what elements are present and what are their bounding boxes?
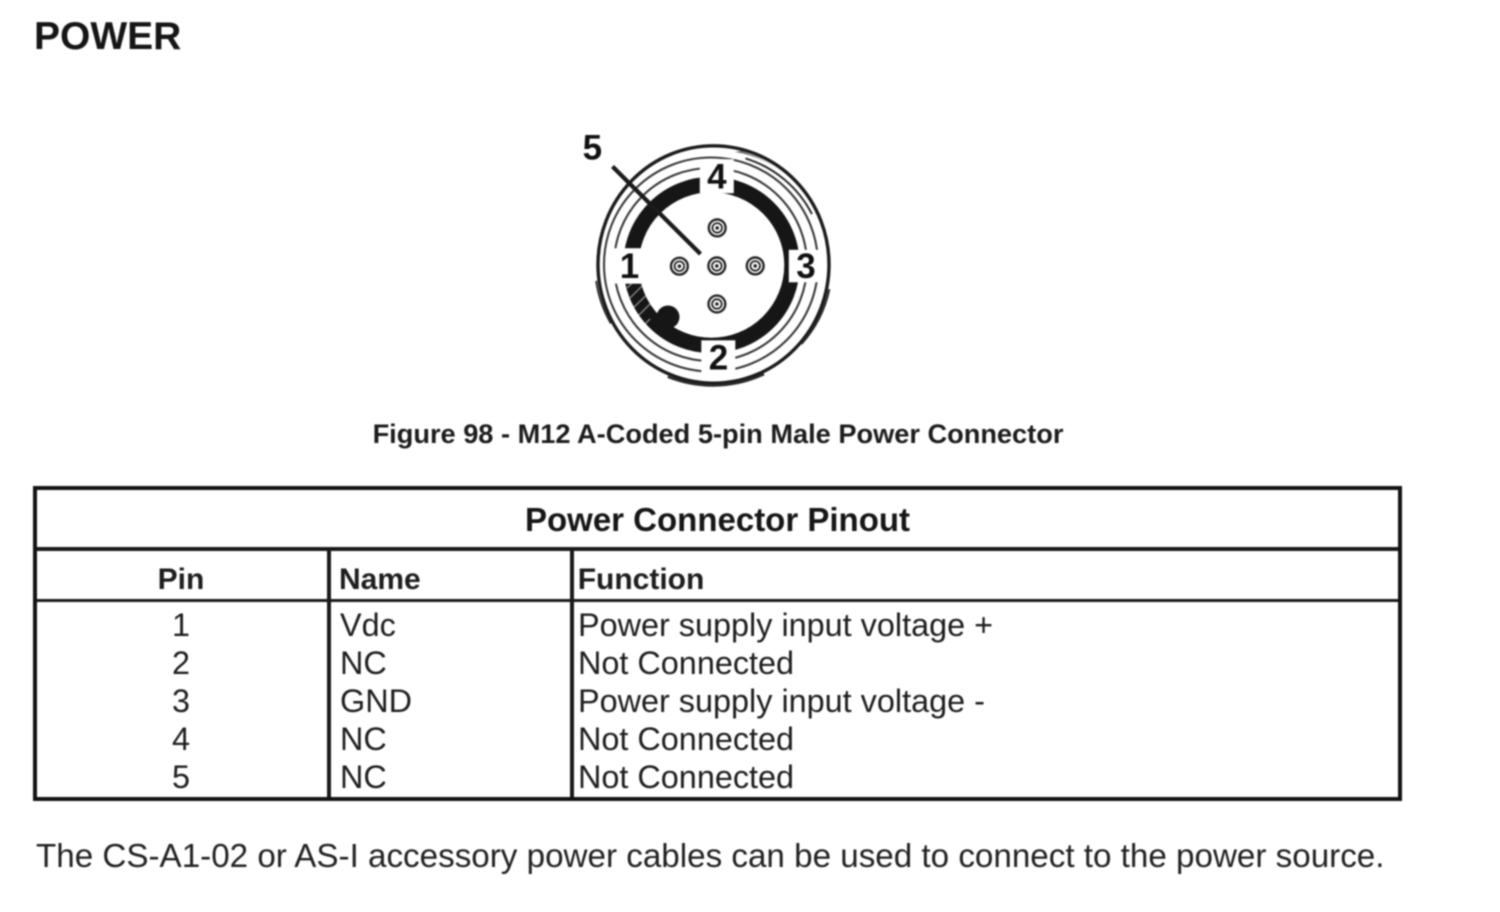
svg-text:3: 3 <box>796 247 815 286</box>
svg-text:1: 1 <box>620 247 639 286</box>
svg-text:5: 5 <box>583 129 602 168</box>
svg-text:2: 2 <box>709 338 728 377</box>
svg-text:4: 4 <box>707 157 727 196</box>
